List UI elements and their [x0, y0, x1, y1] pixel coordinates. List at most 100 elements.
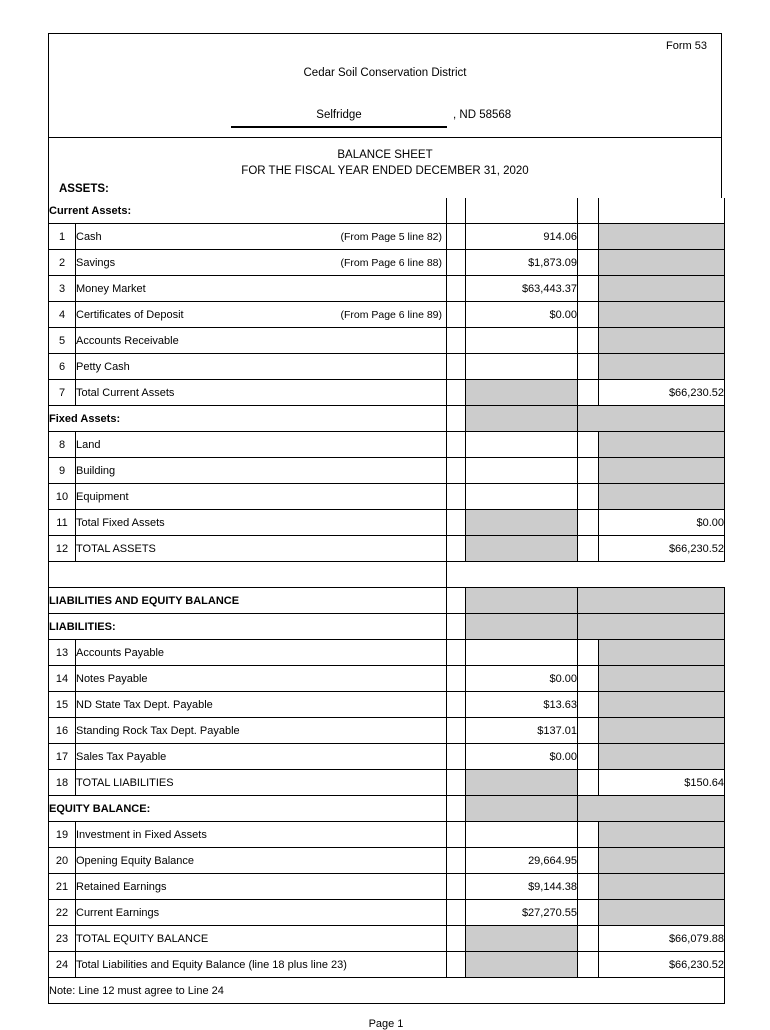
- amount-cell[interactable]: $0.00: [465, 665, 578, 692]
- gap-cell: [577, 613, 599, 640]
- line-label-text: Money Market: [76, 282, 146, 295]
- line-label-text: Accounts Receivable: [76, 334, 179, 347]
- line-number: 18: [48, 769, 76, 796]
- amount-cell[interactable]: $63,443.37: [465, 275, 578, 302]
- city-underline: [231, 126, 447, 128]
- amount-cell[interactable]: [465, 353, 578, 380]
- total-cell: [598, 873, 725, 900]
- section-header-row: LIABILITIES:: [48, 613, 725, 640]
- fixed-assets-label: Fixed Assets:: [48, 405, 447, 432]
- amount-cell[interactable]: 914.06: [465, 223, 578, 250]
- line-label-text: Equipment: [76, 490, 129, 503]
- line-label: Land: [75, 431, 447, 458]
- gap-cell: [577, 587, 599, 614]
- amount-cell[interactable]: [465, 457, 578, 484]
- gap-cell: [577, 457, 599, 484]
- organization-name: Cedar Soil Conservation District: [303, 67, 467, 79]
- gap-cell: [446, 769, 466, 796]
- total-cell: [598, 821, 725, 848]
- table-row: 15 ND State Tax Dept. Payable $13.63: [48, 691, 725, 718]
- line-label-text: Cash: [76, 230, 102, 243]
- line-label: Total Fixed Assets: [75, 509, 447, 536]
- line-label: Certificates of Deposit(From Page 6 line…: [75, 301, 447, 328]
- line-label: Savings(From Page 6 line 88): [75, 249, 447, 276]
- gap-cell: [577, 743, 599, 770]
- amount-cell[interactable]: $9,144.38: [465, 873, 578, 900]
- line-label: Current Earnings: [75, 899, 447, 926]
- liabilities-equity-label: LIABILITIES AND EQUITY BALANCE: [48, 587, 447, 614]
- table-row: 6 Petty Cash: [48, 353, 725, 380]
- gap-cell: [577, 847, 599, 874]
- assets-section-label: ASSETS:: [59, 183, 109, 195]
- gap-cell: [446, 691, 466, 718]
- city-value: Selfridge: [316, 109, 362, 121]
- gap-cell: [446, 223, 466, 250]
- total-cell: $66,230.52: [598, 535, 725, 562]
- table-row: 22 Current Earnings $27,270.55: [48, 899, 725, 926]
- table-row-grandtotal: 12 TOTAL ASSETS $66,230.52: [48, 535, 725, 562]
- table-row: 2 Savings(From Page 6 line 88) $1,873.09: [48, 249, 725, 276]
- line-label: TOTAL LIABILITIES: [75, 769, 447, 796]
- gap-cell: [446, 509, 466, 536]
- amount-header-cell: [465, 198, 578, 224]
- line-number: 17: [48, 743, 76, 770]
- total-cell: [598, 717, 725, 744]
- gap-cell: [577, 873, 599, 900]
- amount-cell[interactable]: $27,270.55: [465, 899, 578, 926]
- amount-cell[interactable]: $0.00: [465, 301, 578, 328]
- gap-cell: [446, 457, 466, 484]
- liabilities-label: LIABILITIES:: [48, 613, 447, 640]
- gap-cell: [577, 769, 599, 796]
- total-header-cell: [598, 795, 725, 822]
- amount-cell[interactable]: 29,664.95: [465, 847, 578, 874]
- table-row: 13 Accounts Payable: [48, 639, 725, 666]
- table-row-grandtotal: 24 Total Liabilities and Equity Balance …: [48, 951, 725, 978]
- total-header-cell: [598, 198, 725, 224]
- section-header-row: Current Assets:: [48, 198, 725, 224]
- gap-cell: [446, 327, 466, 354]
- amount-cell[interactable]: $137.01: [465, 717, 578, 744]
- balance-sheet-table: Current Assets: 1 Cash(From Page 5 line …: [48, 198, 725, 1004]
- gap-cell: [446, 717, 466, 744]
- amount-cell[interactable]: $0.00: [465, 743, 578, 770]
- amount-cell[interactable]: $1,873.09: [465, 249, 578, 276]
- form-header-block: Form 53 Cedar Soil Conservation District…: [48, 33, 722, 137]
- line-number: 9: [48, 457, 76, 484]
- amount-cell[interactable]: [465, 483, 578, 510]
- gap-cell: [577, 639, 599, 666]
- table-row: 4 Certificates of Deposit(From Page 6 li…: [48, 301, 725, 328]
- table-row: 16 Standing Rock Tax Dept. Payable $137.…: [48, 717, 725, 744]
- line-number: 1: [48, 223, 76, 250]
- section-header-row: Fixed Assets:: [48, 405, 725, 432]
- amount-header-cell: [465, 613, 578, 640]
- table-row-total: 23 TOTAL EQUITY BALANCE $66,079.88: [48, 925, 725, 952]
- amount-cell[interactable]: [465, 639, 578, 666]
- title-block: BALANCE SHEET FOR THE FISCAL YEAR ENDED …: [48, 137, 722, 198]
- total-cell: $66,079.88: [598, 925, 725, 952]
- line-reference: (From Page 6 line 89): [340, 308, 442, 321]
- total-cell: [598, 301, 725, 328]
- line-label-text: Investment in Fixed Assets: [76, 828, 207, 841]
- line-number: 16: [48, 717, 76, 744]
- amount-header-cell: [465, 587, 578, 614]
- table-row: 17 Sales Tax Payable $0.00: [48, 743, 725, 770]
- table-row: 8 Land: [48, 431, 725, 458]
- total-cell: [598, 665, 725, 692]
- line-label-text: TOTAL EQUITY BALANCE: [76, 932, 209, 945]
- amount-cell[interactable]: $13.63: [465, 691, 578, 718]
- amount-cell[interactable]: [465, 821, 578, 848]
- table-row-total: 7 Total Current Assets $66,230.52: [48, 379, 725, 406]
- amount-cell-blocked: [465, 951, 578, 978]
- amount-cell[interactable]: [465, 431, 578, 458]
- line-number: 21: [48, 873, 76, 900]
- total-cell: [598, 847, 725, 874]
- line-label-text: Total Liabilities and Equity Balance (li…: [76, 958, 347, 971]
- total-cell: [598, 353, 725, 380]
- amount-cell[interactable]: [465, 327, 578, 354]
- line-label: Total Liabilities and Equity Balance (li…: [75, 951, 447, 978]
- report-title: BALANCE SHEET: [337, 149, 433, 161]
- amount-cell-blocked: [465, 509, 578, 536]
- gap-cell: [446, 198, 466, 224]
- total-cell: [598, 249, 725, 276]
- gap-cell: [577, 327, 599, 354]
